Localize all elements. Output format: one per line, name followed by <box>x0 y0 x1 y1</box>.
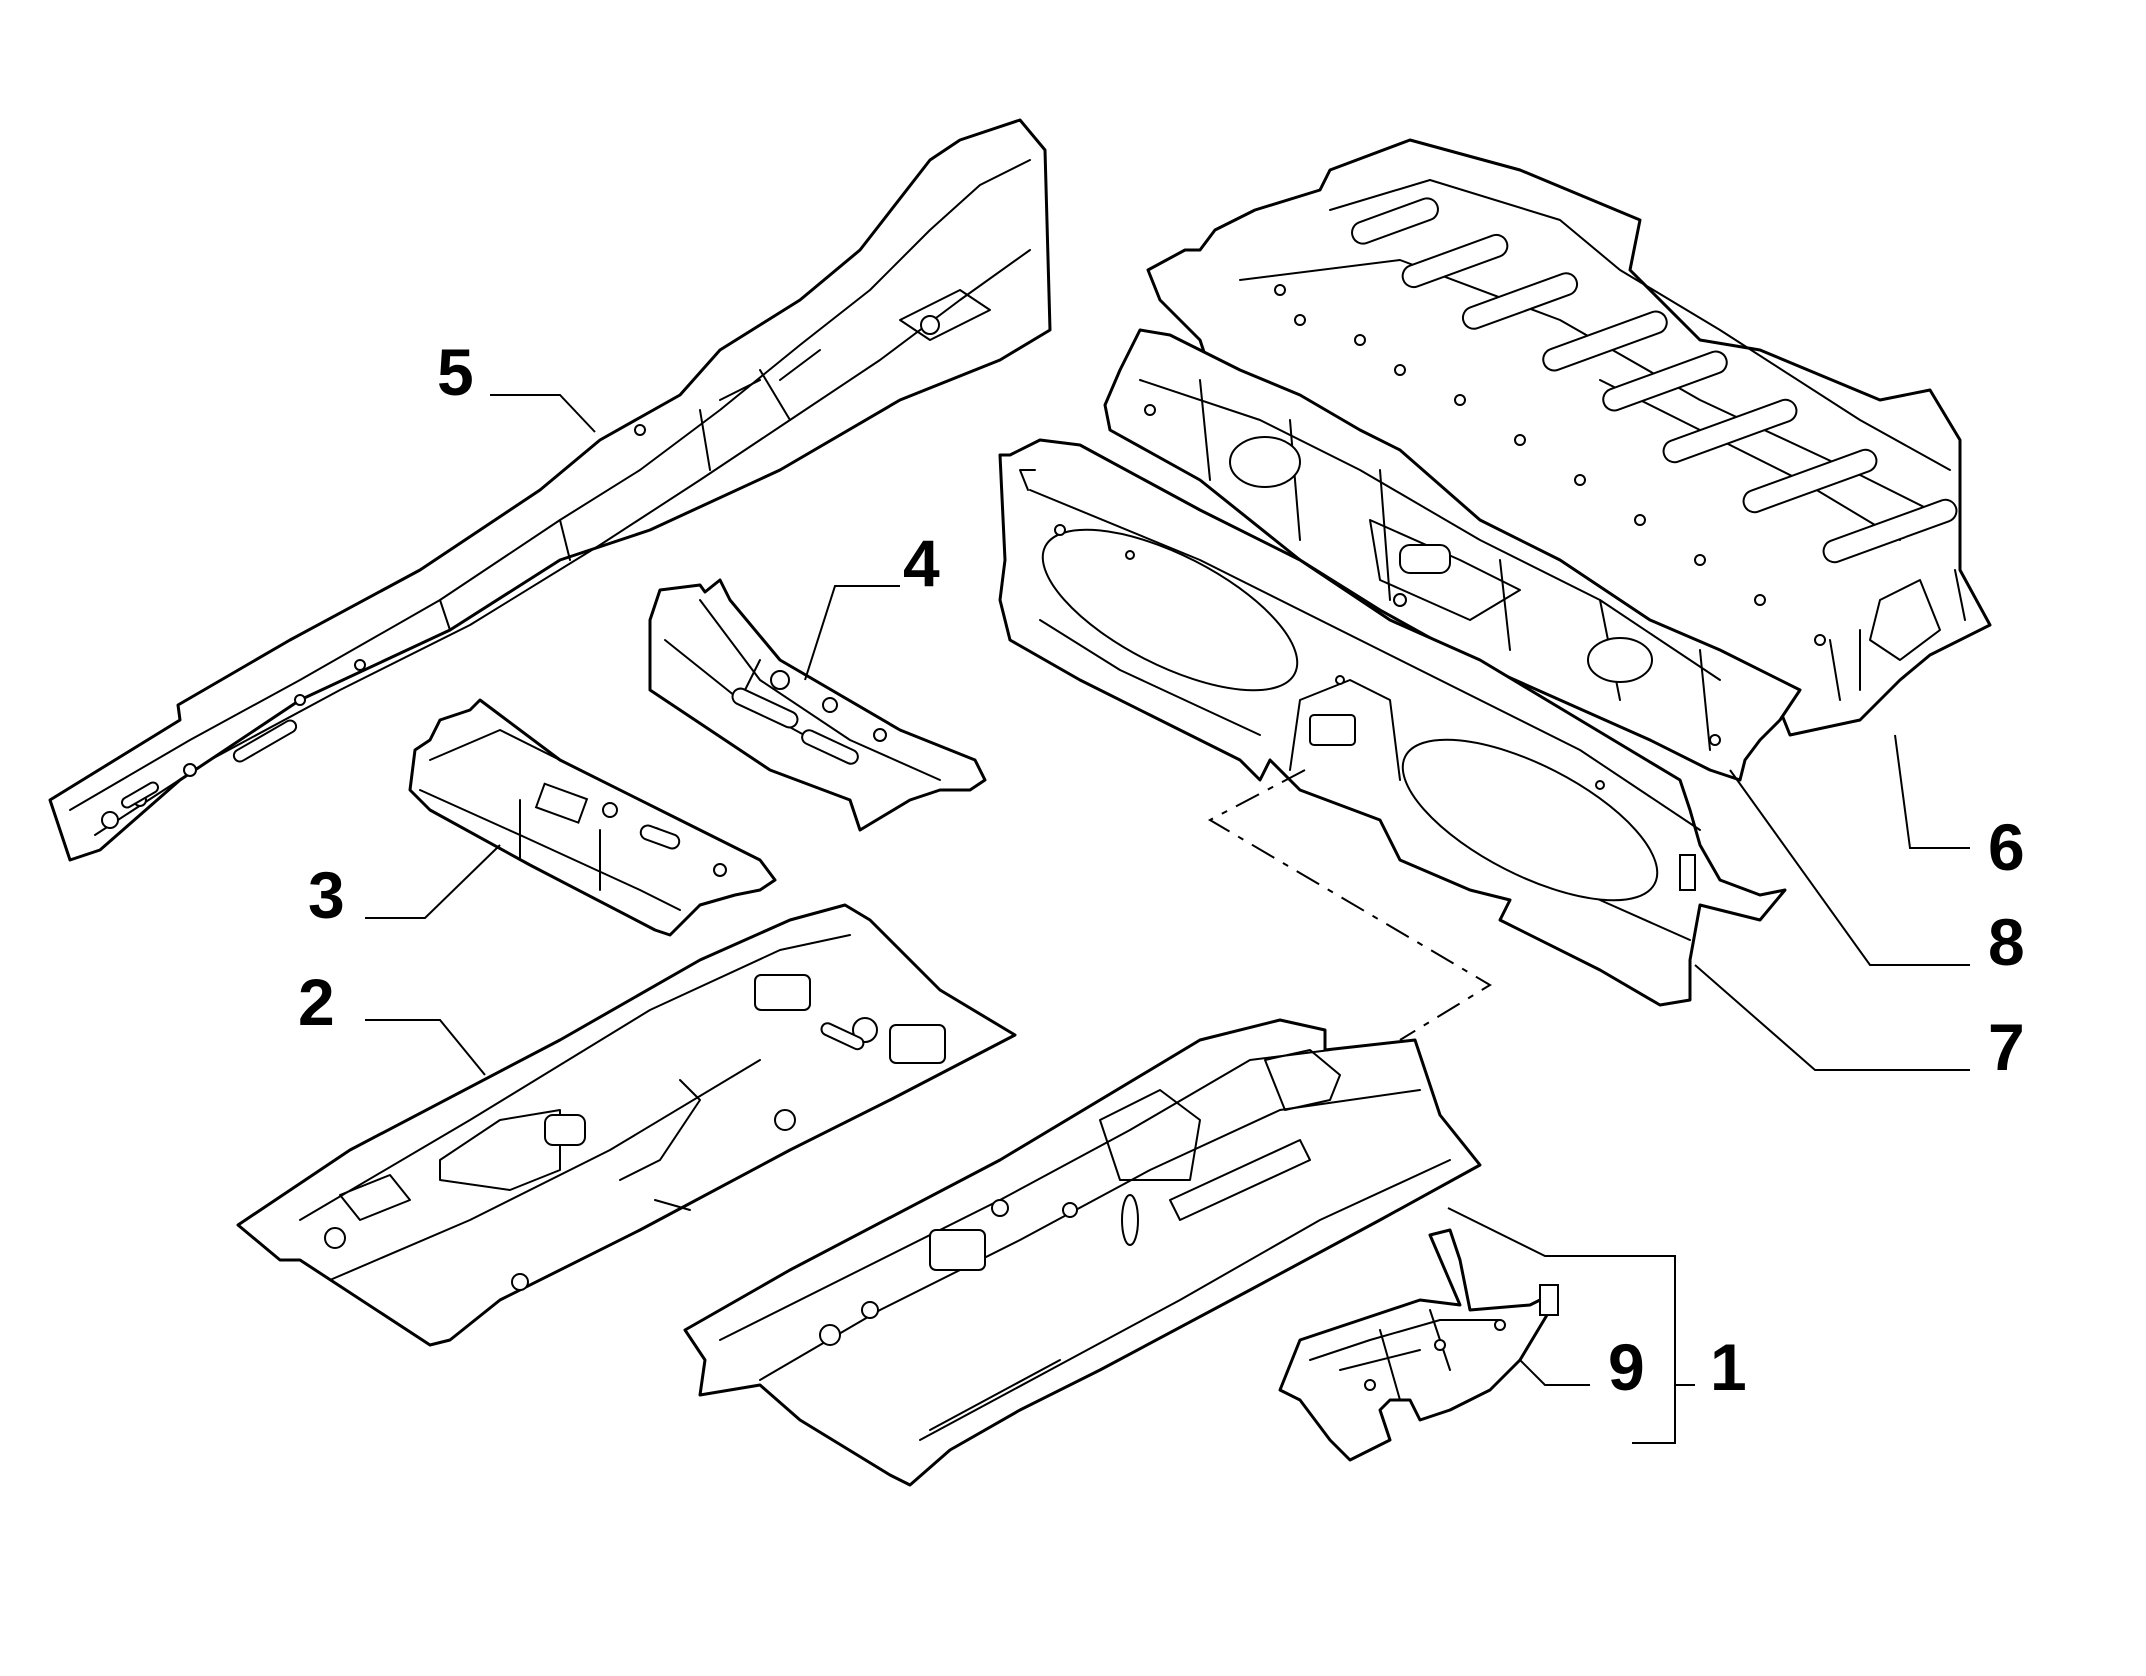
part-1-rear-floor <box>683 1018 1482 1487</box>
leader-3 <box>365 844 501 919</box>
callout-2: 2 <box>298 965 335 1039</box>
leader-8 <box>1729 769 1970 966</box>
part-6-rear-floor-panel <box>1146 138 1992 737</box>
part-7-rear-panel <box>998 438 1787 1007</box>
part-3-cross-member <box>408 698 777 937</box>
part-9-bracket <box>1278 1228 1559 1462</box>
leader-5 <box>490 394 596 433</box>
leader-9 <box>1519 1359 1590 1386</box>
callout-6: 6 <box>1988 810 2025 884</box>
part-2-front-floor <box>236 903 1017 1347</box>
part-8-cross-beam <box>1103 328 1802 782</box>
part-5-side-member <box>48 118 1052 862</box>
assembly-connection-line <box>1207 769 1492 1041</box>
callout-7: 7 <box>1988 1010 2025 1084</box>
leader-4 <box>804 585 900 681</box>
leader-7 <box>1694 964 1970 1071</box>
leader-6 <box>1894 734 1970 849</box>
part-4-cross-member <box>648 578 987 832</box>
leader-1-bracket <box>1447 1207 1695 1444</box>
callout-5: 5 <box>437 335 474 409</box>
part-6-ribs <box>1351 197 1958 564</box>
callout-8: 8 <box>1988 905 2025 979</box>
callout-labels: 5 4 3 2 6 8 7 9 1 <box>298 335 2025 1404</box>
leader-lines <box>365 394 1970 1444</box>
callout-3: 3 <box>308 858 345 932</box>
callout-4: 4 <box>903 526 940 600</box>
callout-1: 1 <box>1710 1330 1747 1404</box>
callout-9: 9 <box>1608 1330 1645 1404</box>
leader-2 <box>365 1019 486 1076</box>
